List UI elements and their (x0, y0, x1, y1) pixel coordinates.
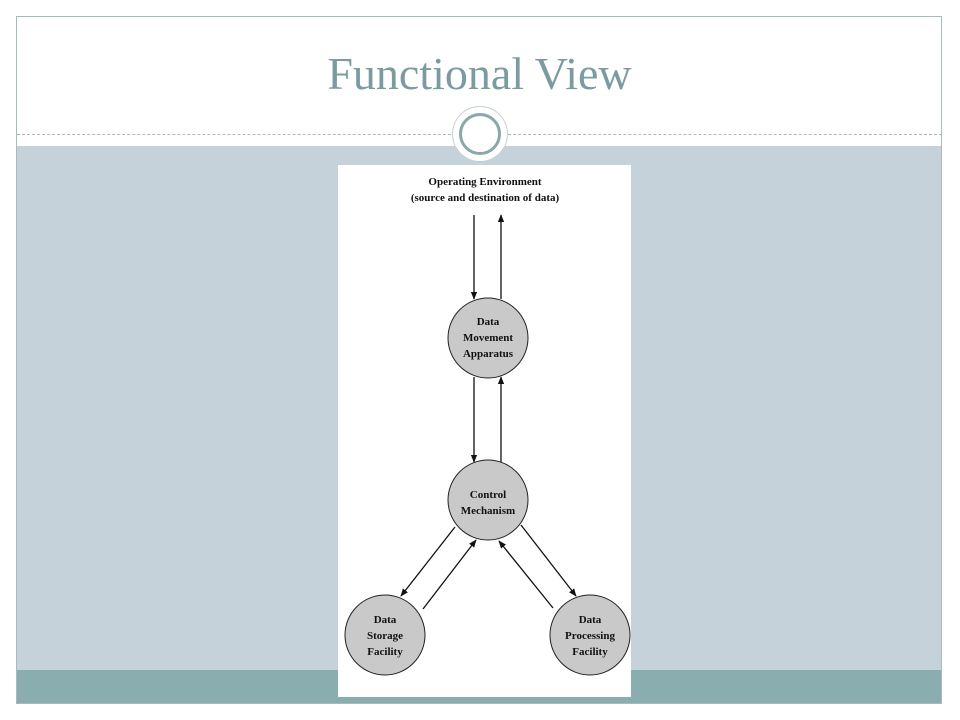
node-data-processing-line-3: Facility (572, 646, 608, 658)
node-data-storage-line-3: Facility (367, 646, 403, 658)
diagram-canvas: Operating Environment (source and destin… (344, 176, 631, 676)
node-data-movement: Data Movement Apparatus (447, 297, 529, 379)
node-data-storage-line-2: Storage (367, 630, 403, 642)
node-data-processing-line-1: Data (579, 614, 602, 626)
node-data-movement-line-2: Movement (463, 332, 513, 344)
slide-title: Functional View (327, 48, 632, 99)
node-data-movement-line-1: Data (477, 316, 500, 328)
functional-view-diagram: Operating Environment (source and destin… (338, 165, 631, 697)
circle-ornament-inner (459, 113, 501, 155)
node-control-mechanism: Control Mechanism (447, 459, 529, 541)
operating-environment-label: Operating Environment (428, 176, 542, 188)
node-data-processing: Data Processing Facility (549, 594, 631, 676)
arrow-processing-to-control (498, 540, 554, 609)
node-data-storage-circle (344, 594, 426, 676)
node-data-processing-line-2: Processing (565, 630, 615, 642)
node-data-storage: Data Storage Facility (344, 594, 426, 676)
node-control-mechanism-line-2: Mechanism (461, 505, 515, 517)
arrow-control-to-processing (520, 524, 577, 597)
arrow-storage-to-control (422, 539, 477, 610)
node-control-mechanism-circle (447, 459, 529, 541)
circle-ornament (452, 106, 508, 162)
node-data-movement-circle (447, 297, 529, 379)
operating-environment-sublabel: (source and destination of data) (411, 192, 560, 204)
node-control-mechanism-line-1: Control (470, 489, 506, 501)
arrow-control-to-storage (400, 526, 456, 597)
node-data-storage-line-1: Data (374, 614, 397, 626)
node-data-movement-line-3: Apparatus (463, 348, 514, 360)
node-data-processing-circle (549, 594, 631, 676)
